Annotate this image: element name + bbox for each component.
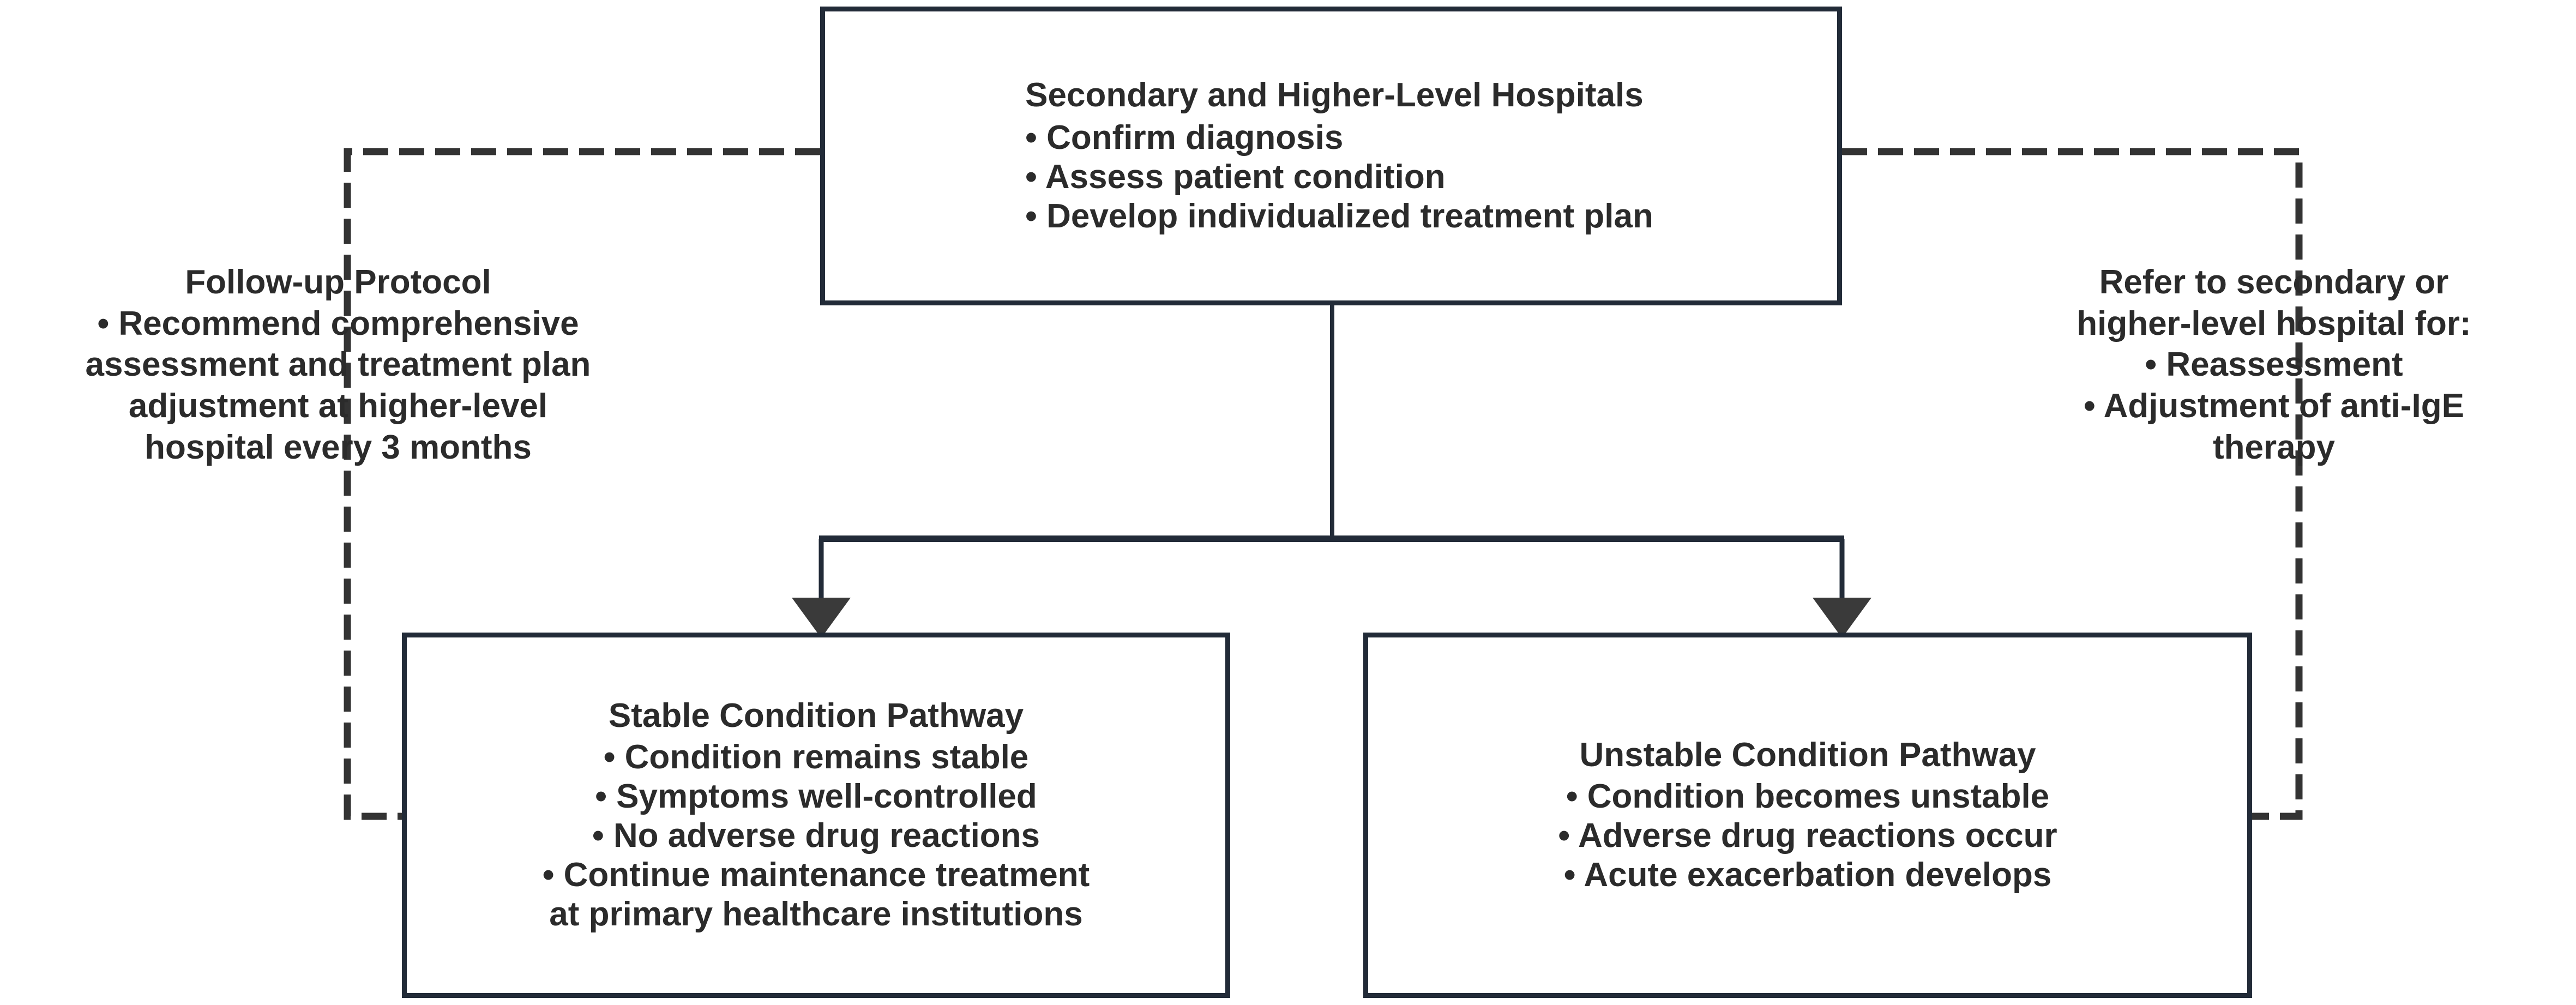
annotation-left-line-2: assessment and treatment plan	[85, 346, 591, 384]
annotation-right-line-1: higher-level hospital for:	[2077, 304, 2471, 342]
arrow-to-stable	[792, 598, 851, 638]
node-top-content: Secondary and Higher-Level Hospitals • C…	[1025, 76, 1653, 236]
annotation-follow-up-protocol: Follow-up Protocol • Recommend comprehen…	[5, 262, 671, 468]
node-top-title: Secondary and Higher-Level Hospitals	[1025, 76, 1644, 115]
annotation-right-line-3: • Adjustment of anti-IgE	[2084, 387, 2464, 425]
node-stable-bullet-4-cont: at primary healthcare institutions	[549, 895, 1083, 933]
annotation-right-line-4: therapy	[2213, 428, 2335, 466]
node-top-bullet-2: • Assess patient condition	[1025, 158, 1446, 196]
node-stable-bullet-4: • Continue maintenance treatment	[542, 856, 1090, 894]
node-top-bullet-3: • Develop individualized treatment plan	[1025, 197, 1653, 235]
node-stable-bullet-3: • No adverse drug reactions	[592, 817, 1040, 854]
annotation-right-line-2: • Reassessment	[2145, 346, 2403, 384]
annotation-left-line-4: hospital every 3 months	[145, 428, 532, 466]
annotation-right-title: Refer to secondary or	[2099, 263, 2449, 301]
node-secondary-hospitals[interactable]: Secondary and Higher-Level Hospitals • C…	[820, 7, 1842, 305]
node-stable-bullet-2: • Symptoms well-controlled	[595, 778, 1037, 816]
node-unstable-bullet-2: • Adverse drug reactions occur	[1558, 817, 2057, 854]
node-unstable-condition-pathway[interactable]: Unstable Condition Pathway • Condition b…	[1363, 633, 2252, 998]
node-stable-condition-pathway[interactable]: Stable Condition Pathway • Condition rem…	[402, 633, 1230, 998]
annotation-left-line-3: adjustment at higher-level	[128, 387, 548, 425]
node-stable-bullet-1: • Condition remains stable	[603, 738, 1029, 777]
node-unstable-bullet-3: • Acute exacerbation develops	[1563, 856, 2052, 894]
node-unstable-bullet-1: • Condition becomes unstable	[1566, 778, 2050, 816]
annotation-referral-criteria: Refer to secondary or higher-level hospi…	[1985, 262, 2563, 468]
arrow-to-unstable	[1813, 598, 1871, 638]
node-top-bullet-1: • Confirm diagnosis	[1025, 119, 1344, 157]
node-stable-title: Stable Condition Pathway	[608, 697, 1024, 735]
annotation-left-title: Follow-up Protocol	[185, 263, 491, 301]
annotation-left-line-1: • Recommend comprehensive	[97, 304, 579, 342]
node-unstable-title: Unstable Condition Pathway	[1579, 736, 2036, 774]
